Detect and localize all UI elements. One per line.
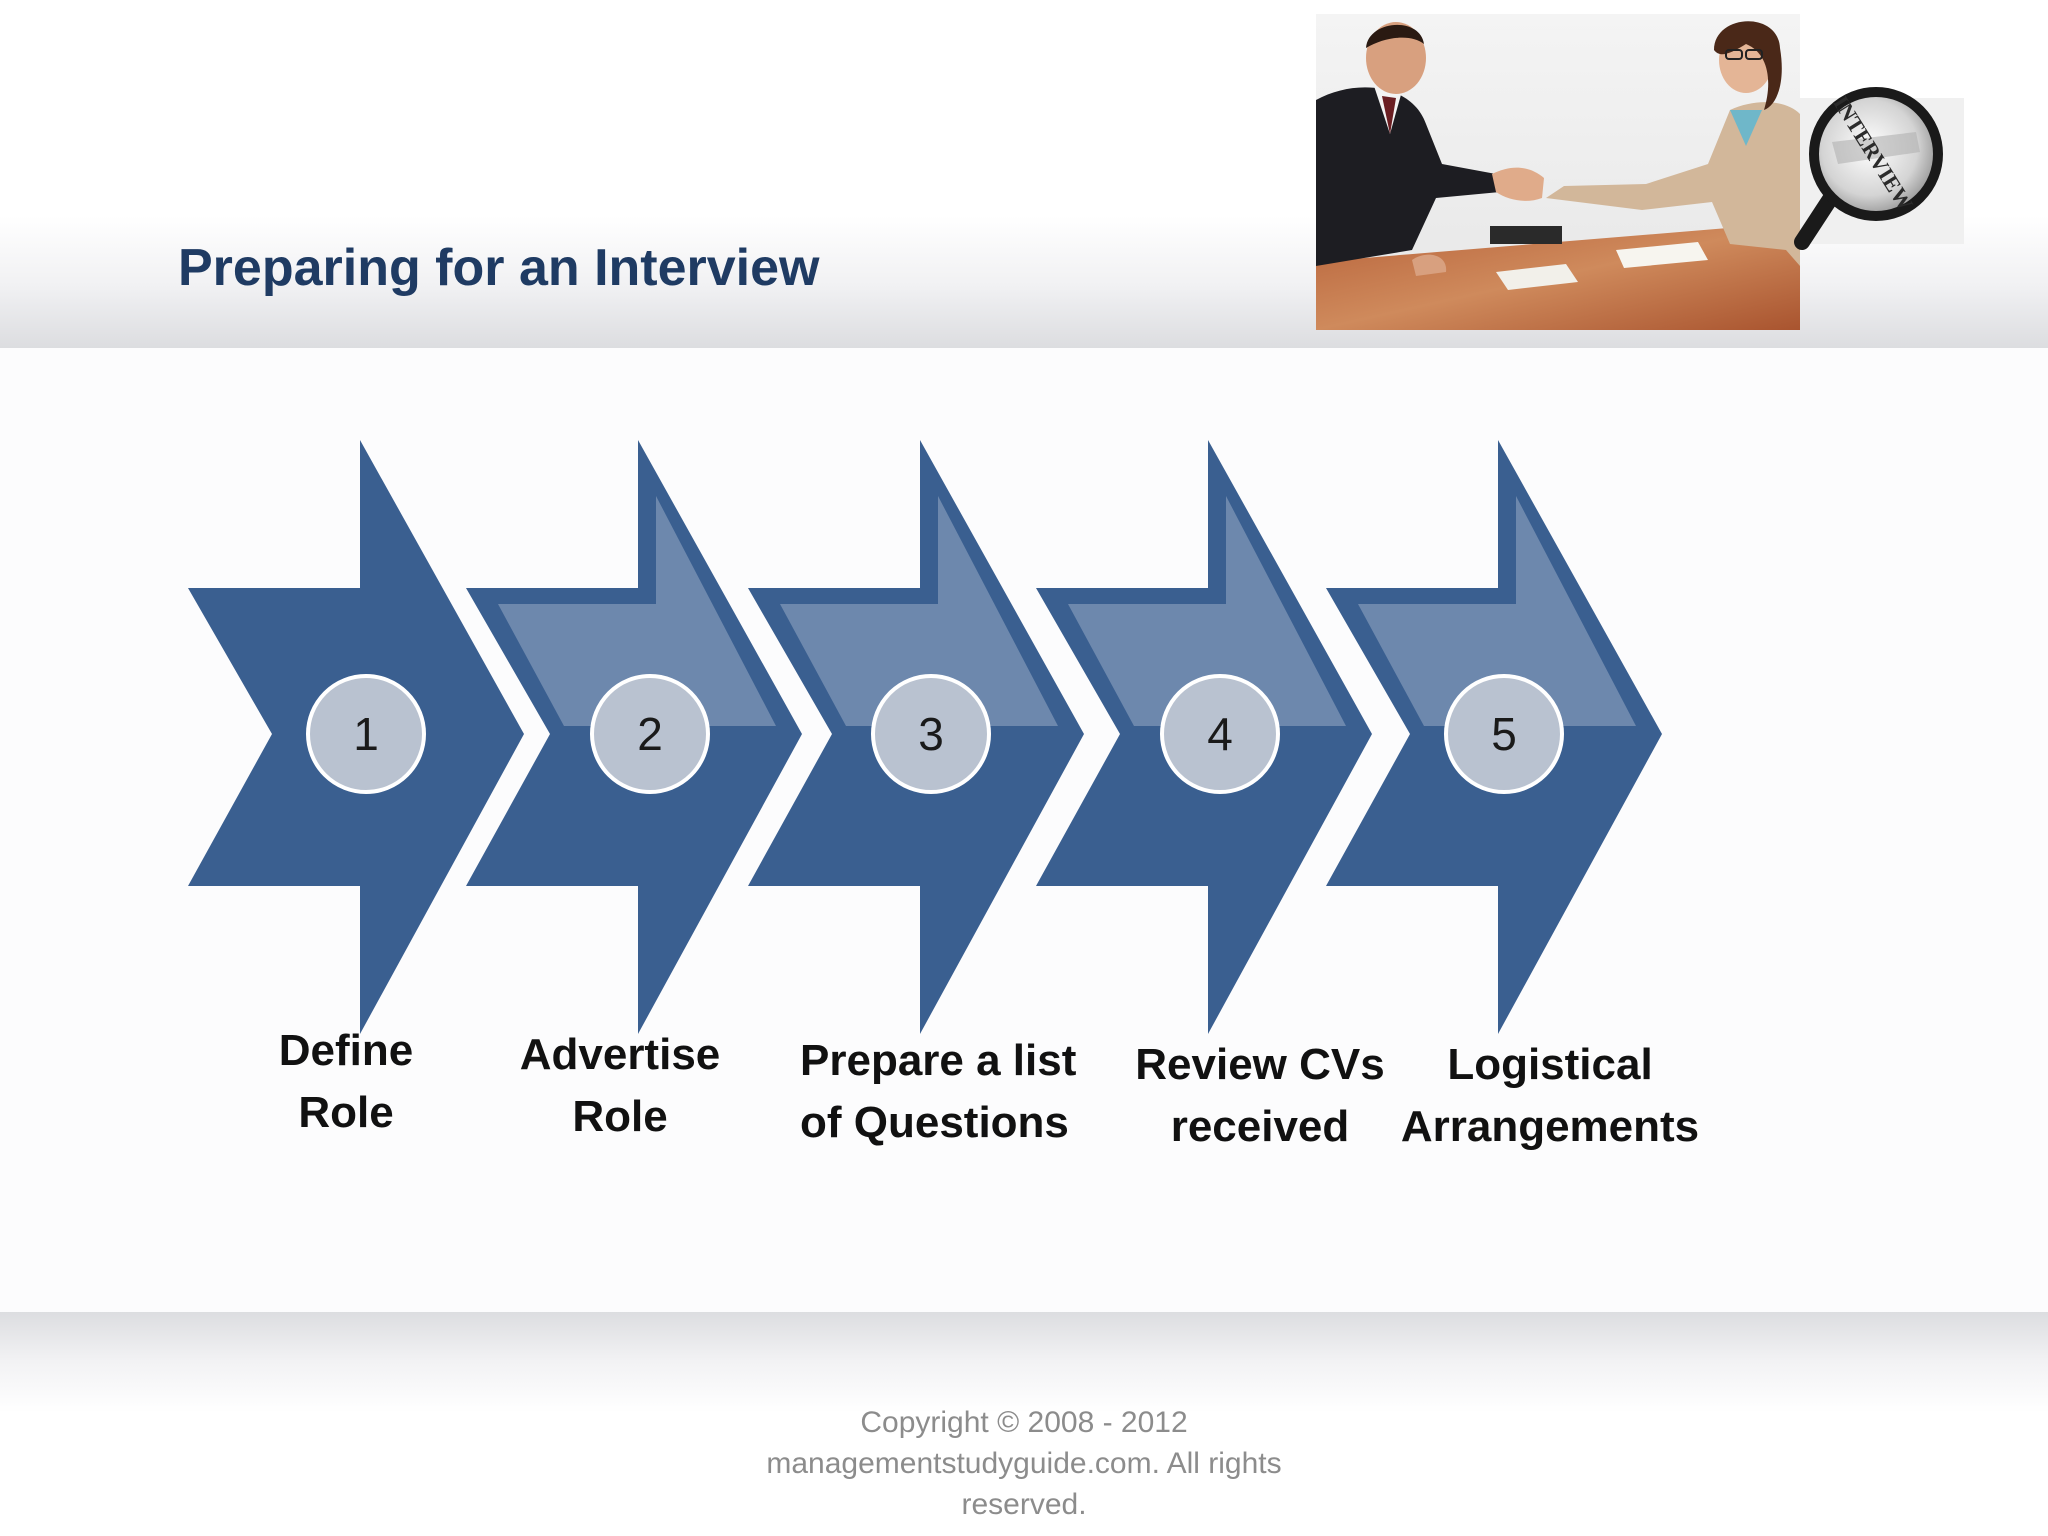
step-circle-2 xyxy=(590,674,710,794)
chevron-highlight-3 xyxy=(780,496,1058,726)
step-label-2: Advertise Role xyxy=(480,1024,760,1148)
chevron-highlight-4 xyxy=(1068,496,1346,726)
footer-band xyxy=(0,1312,2048,1536)
step-label-3-line-2: of Questions xyxy=(800,1098,1069,1147)
step-circle-4 xyxy=(1160,674,1280,794)
copyright-line-2: managementstudyguide.com. All rights xyxy=(766,1447,1282,1480)
step-label-1: Define Role xyxy=(216,1020,476,1144)
step-label-2-line-2: Role xyxy=(572,1092,668,1141)
step-number-2: 2 xyxy=(637,708,663,760)
step-label-4: Review CVs received xyxy=(1120,1034,1400,1158)
step-number-circle-2: 2 xyxy=(590,674,710,794)
circles-layer: 1 2 3 4 5 xyxy=(306,674,1564,794)
copyright-notice: Copyright © 2008 - 2012 managementstudyg… xyxy=(700,1402,1348,1525)
step-label-4-line-2: received xyxy=(1170,1102,1350,1151)
chevron-highlight-2 xyxy=(498,496,776,726)
step-number-4: 4 xyxy=(1207,708,1233,760)
step-number-5: 5 xyxy=(1491,708,1517,760)
step-number-circle-3: 3 xyxy=(871,674,991,794)
step-label-5-line-2: Arrangements xyxy=(1400,1102,1700,1151)
chevron-highlight-5 xyxy=(1358,496,1636,726)
step-label-5-line-1: Logistical xyxy=(1447,1040,1653,1089)
step-number-circle-5: 5 xyxy=(1444,674,1564,794)
step-label-3: Prepare a list of Questions xyxy=(800,1030,1110,1154)
step-number-1: 1 xyxy=(353,708,379,760)
step-number-circle-1: 1 xyxy=(306,674,426,794)
magnifier-icon: INTERVIEW xyxy=(1794,87,1964,250)
step-circle-1 xyxy=(306,674,426,794)
step-label-4-line-1: Review CVs xyxy=(1135,1040,1385,1089)
step-circle-3 xyxy=(871,674,991,794)
slide-title: Preparing for an Interview xyxy=(178,239,820,297)
step-number-3: 3 xyxy=(918,708,944,760)
step-label-1-line-2: Role xyxy=(298,1088,394,1137)
step-number-circle-4: 4 xyxy=(1160,674,1280,794)
copyright-line-1: Copyright © 2008 - 2012 xyxy=(860,1406,1188,1439)
step-label-1-line-1: Define xyxy=(278,1026,414,1075)
step-circle-5 xyxy=(1444,674,1564,794)
step-label-5: Logistical Arrangements xyxy=(1390,1034,1710,1158)
interview-photo: INTERVIEW xyxy=(1316,14,1964,330)
copyright-line-3: reserved. xyxy=(961,1488,1087,1521)
step-label-3-line-1: Prepare a list xyxy=(800,1036,1077,1085)
step-label-2-line-1: Advertise xyxy=(519,1030,721,1079)
